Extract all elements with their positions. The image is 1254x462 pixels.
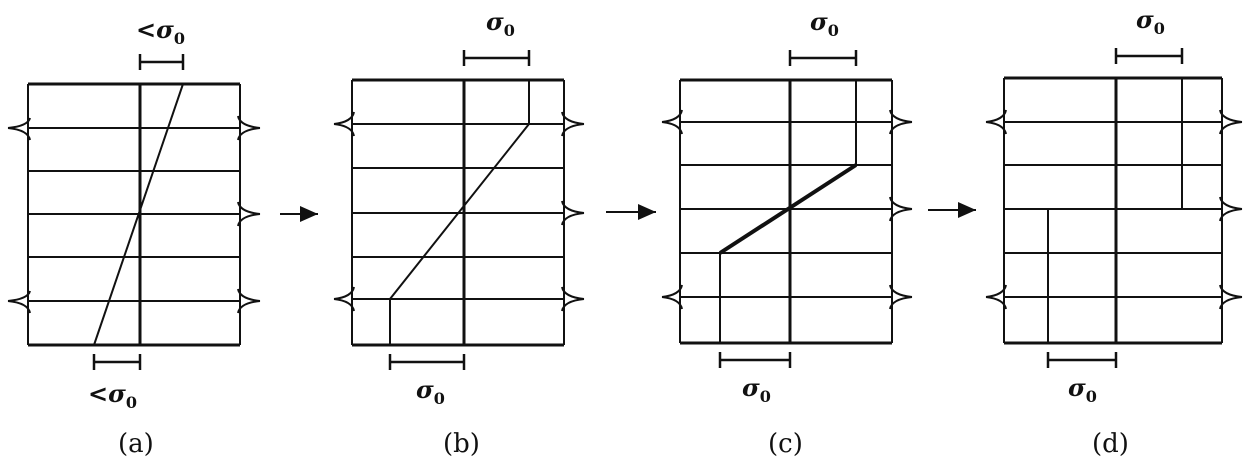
- panel-c: σ0: [661, 7, 913, 406]
- panel-c-top-dimension: [788, 50, 858, 66]
- panel-b-top-dimension: [462, 50, 531, 66]
- panel-d-bottom-dimension: [1046, 352, 1118, 368]
- svg-text:σ0: σ0: [810, 7, 839, 40]
- svg-text:σ0: σ0: [416, 375, 445, 408]
- panel-d-break-marks: [985, 109, 1243, 310]
- panel-b-stress-line: [389, 80, 530, 345]
- svg-text:<σ0: <σ0: [136, 15, 185, 48]
- panel-b-bottom-dimension: [388, 354, 466, 370]
- panel-c-elastic-core-line: [718, 163, 858, 255]
- panel-a-bottom-sigma-label: <σ0: [88, 379, 137, 412]
- panel-b: σ0: [333, 7, 585, 408]
- panel-a-top-dimension: [138, 54, 185, 70]
- panel-b-caption: (b): [443, 429, 480, 459]
- panel-d-caption: (d): [1092, 429, 1129, 459]
- panel-b-top-sigma-label: σ0: [486, 7, 515, 40]
- panel-d-top-sigma-label: σ0: [1136, 5, 1165, 38]
- panel-c-top-sigma-label: σ0: [810, 7, 839, 40]
- svg-text:σ0: σ0: [1136, 5, 1165, 38]
- panel-b-section-box: [351, 78, 565, 347]
- panel-a-top-sigma-label: <σ0: [136, 15, 185, 48]
- svg-text:<σ0: <σ0: [88, 379, 137, 412]
- svg-text:σ0: σ0: [742, 373, 771, 406]
- panel-b-break-marks: [333, 111, 585, 312]
- panel-c-bottom-sigma-label: σ0: [742, 373, 771, 406]
- svg-text:σ0: σ0: [1068, 373, 1097, 406]
- svg-text:σ0: σ0: [486, 7, 515, 40]
- panel-a-bottom-dimension: [92, 354, 142, 370]
- panel-d-top-dimension: [1114, 48, 1184, 64]
- panel-a-section-box: [27, 82, 241, 347]
- panel-c-break-marks: [661, 109, 913, 310]
- panel-c-bottom-dimension: [718, 352, 792, 368]
- panel-c-caption: (c): [768, 429, 803, 459]
- panel-d-bottom-sigma-label: σ0: [1068, 373, 1097, 406]
- panel-a-break-marks: [7, 115, 261, 314]
- panel-a-caption: (a): [118, 429, 154, 459]
- panel-d-stress-block: [1047, 78, 1183, 343]
- panel-b-bottom-sigma-label: σ0: [416, 375, 445, 408]
- panel-a: <σ0: [7, 15, 261, 412]
- panel-a-stress-line: [93, 83, 184, 346]
- panel-d: σ0: [985, 5, 1243, 406]
- panel-d-section-box: [1003, 76, 1223, 345]
